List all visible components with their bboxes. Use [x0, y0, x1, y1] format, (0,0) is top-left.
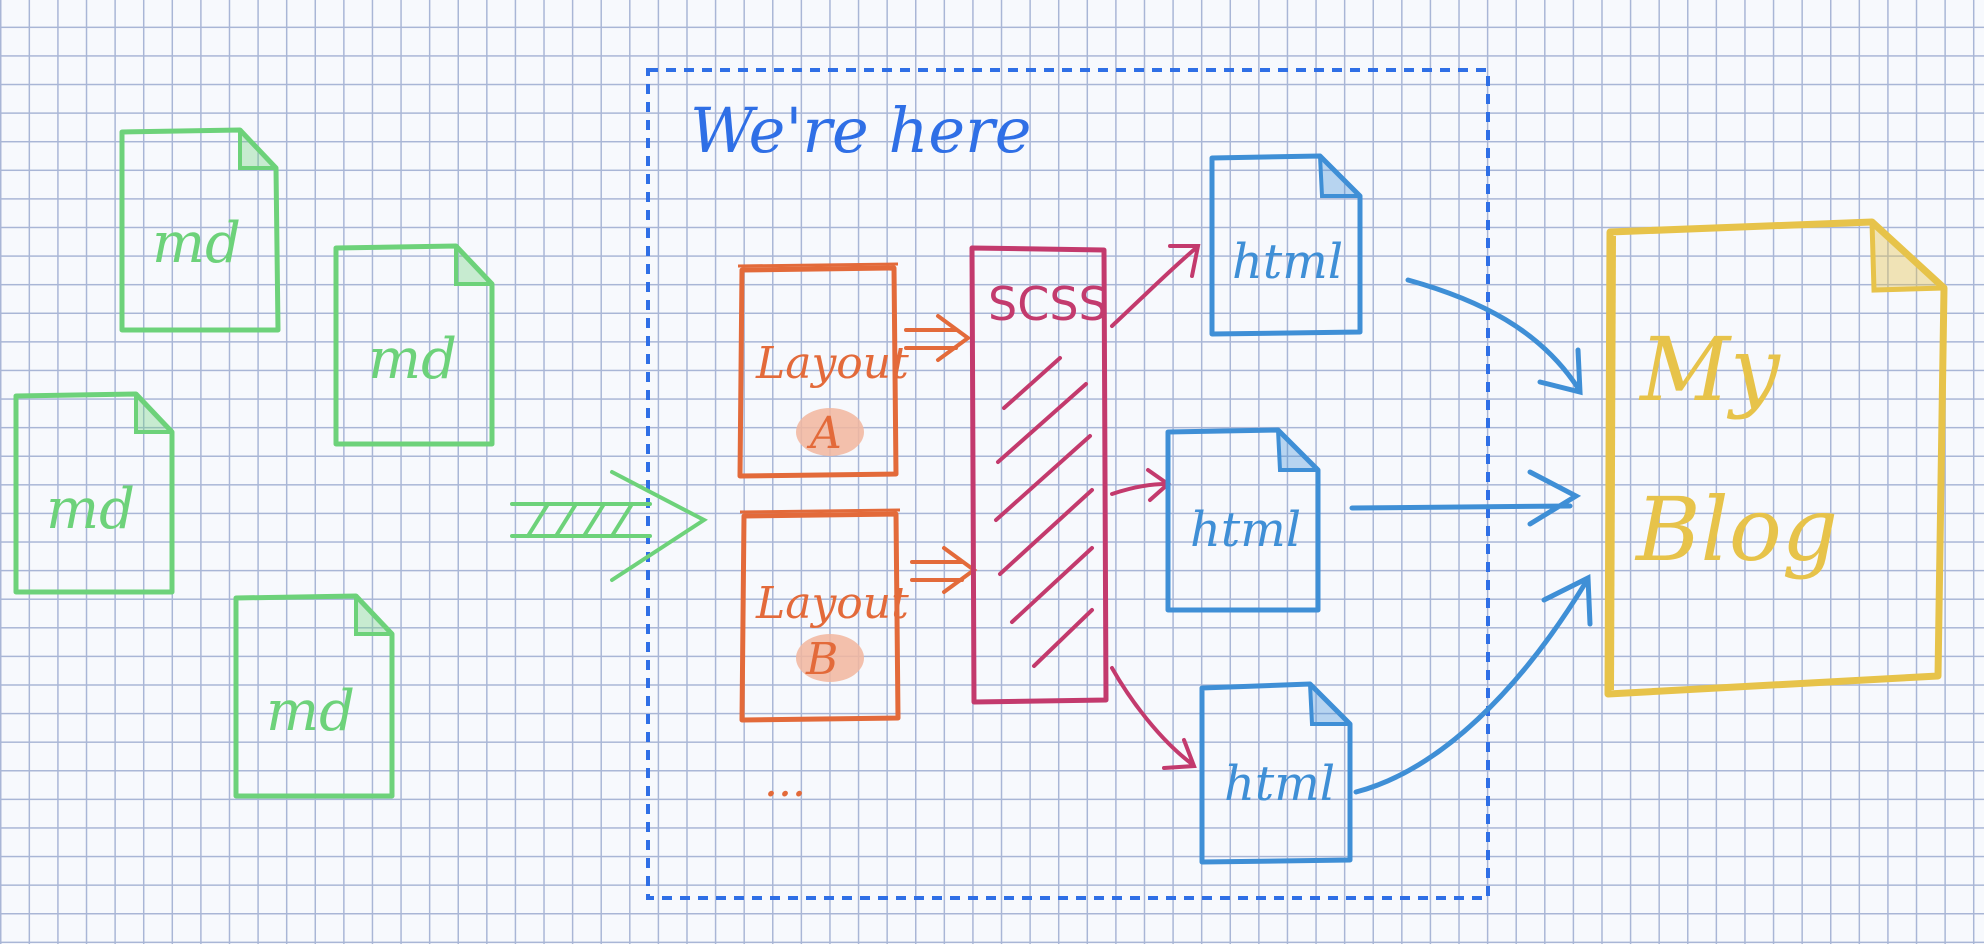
- scss-block: SCSS: [969, 245, 1109, 705]
- html-file-label: html: [1232, 234, 1343, 290]
- md-file-label: md: [46, 477, 135, 542]
- layout-b: Layout B: [739, 508, 909, 723]
- html-file-label: html: [1190, 502, 1301, 558]
- blog-document: My Blog: [1604, 218, 1948, 698]
- html-to-blog-arrows: [1349, 277, 1593, 795]
- html-file-3: html: [1199, 681, 1353, 865]
- md-file-label: md: [266, 679, 355, 744]
- layout-to-scss-arrows: [904, 314, 978, 594]
- md-file-3: md: [13, 391, 175, 595]
- blog-title-line2: Blog: [1634, 478, 1838, 581]
- html-file-label: html: [1224, 756, 1335, 812]
- blog-title-line1: My: [1638, 318, 1781, 421]
- html-file-1: html: [1209, 153, 1363, 337]
- md-file-1: md: [119, 127, 281, 333]
- container-label: We're here: [690, 94, 1031, 167]
- layout-a: Layout A: [737, 262, 909, 479]
- html-file-2: html: [1165, 427, 1321, 613]
- layout-a-sub: A: [806, 408, 842, 459]
- md-file-label: md: [152, 211, 241, 276]
- layouts-more: ...: [764, 756, 806, 807]
- container-frame: [646, 68, 1490, 900]
- layout-b-sub: B: [805, 634, 838, 685]
- scss-label: SCSS: [988, 277, 1108, 331]
- layout-b-label: Layout: [755, 578, 909, 629]
- input-arrow: [510, 470, 708, 582]
- md-file-2: md: [333, 243, 495, 447]
- layout-a-label: Layout: [755, 338, 909, 389]
- scss-to-html-arrows: [1110, 244, 1201, 770]
- md-file-label: md: [368, 327, 457, 392]
- md-file-4: md: [233, 593, 395, 799]
